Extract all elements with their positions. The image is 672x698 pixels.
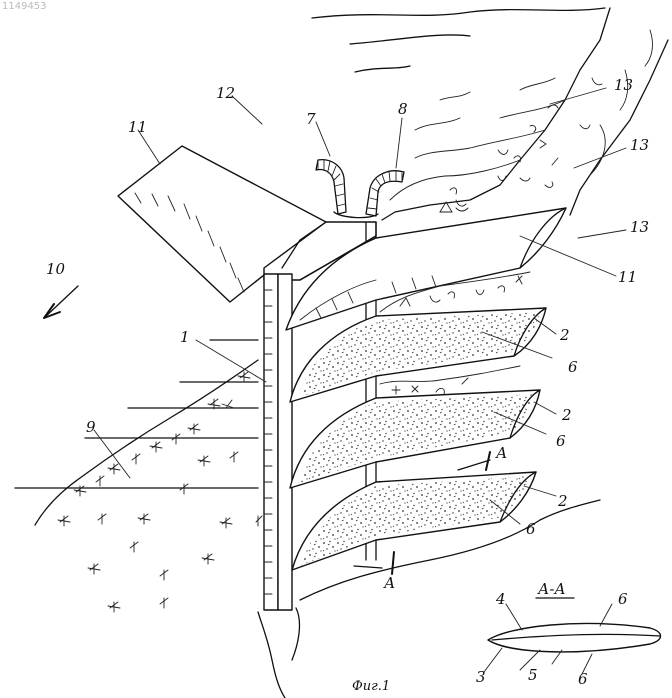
label-pipe-left: 7 [306, 110, 316, 128]
label-panel-upper: 2 [559, 326, 570, 344]
label-fill-middle: 6 [556, 432, 566, 450]
label-wind-direction: 10 [46, 260, 66, 278]
panel-upper [290, 308, 546, 402]
panel-lower [292, 472, 536, 570]
label-top-area: 12 [216, 84, 235, 102]
label-section-top: 4 [495, 590, 506, 608]
label-pole: 1 [180, 328, 190, 346]
wind-direction-arrow [44, 286, 78, 318]
label-panel-lower: 2 [557, 492, 568, 510]
label-section-right-bottom: 6 [578, 670, 588, 688]
pipe-8 [366, 171, 404, 216]
label-snow-slope: 9 [86, 418, 96, 436]
label-fill-lower: 6 [526, 520, 536, 538]
label-section-right-top: 6 [618, 590, 628, 608]
label-panel-middle: 2 [561, 406, 572, 424]
section-mark-upper-label: А [495, 444, 507, 462]
section-mark-lower-label: А [383, 574, 395, 592]
label-section-middle: 5 [528, 666, 538, 684]
section-title: А-А [537, 580, 566, 598]
pipe-7 [316, 160, 346, 214]
label-snow-middle: 13 [630, 136, 649, 154]
label-pipe-right: 8 [398, 100, 408, 118]
panel-middle [290, 390, 540, 488]
snow-mass-upper [312, 8, 668, 220]
label-wing-left: 11 [128, 118, 147, 136]
section-view-a-a: А-А 4 6 3 5 6 [476, 580, 661, 688]
archive-stamp: 1149453 [2, 1, 47, 12]
label-snow-upper: 13 [614, 76, 633, 94]
figure-caption: Фиг.1 [352, 679, 390, 694]
label-section-leading: 3 [476, 668, 486, 686]
section-marker-upper: А [458, 444, 507, 470]
label-wing-right: 11 [618, 268, 637, 286]
label-fill-upper: 6 [568, 358, 578, 376]
label-snow-lower: 13 [630, 218, 649, 236]
